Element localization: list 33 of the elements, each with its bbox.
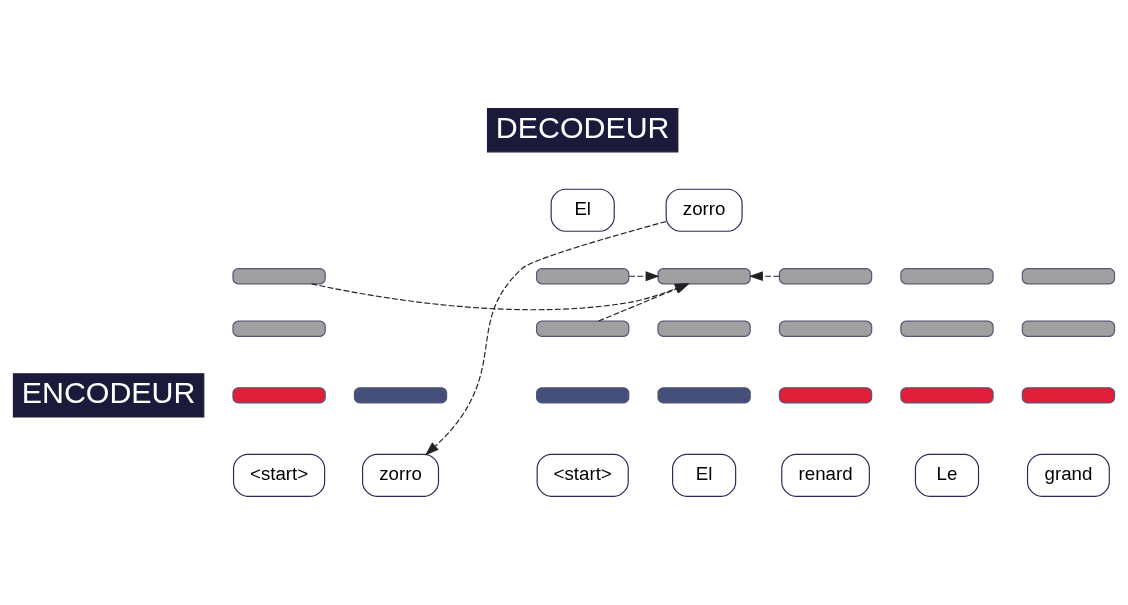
node-bar (778, 268, 873, 285)
node-bar (778, 387, 873, 404)
node-bar (657, 268, 751, 285)
node-bar (1021, 320, 1116, 337)
node-bar (900, 320, 994, 337)
node-bar (232, 320, 326, 337)
node-bar (232, 387, 326, 404)
node-bar (535, 320, 630, 337)
node-bar (232, 268, 326, 285)
node-bar (1021, 387, 1116, 404)
node-bar (900, 387, 994, 404)
node-box: zorro (665, 188, 743, 232)
node-box: <start> (536, 453, 629, 497)
node-bar (657, 387, 751, 404)
node-bar (353, 387, 448, 404)
node-box: <start> (232, 453, 326, 497)
node-box: El (550, 188, 615, 232)
node-bar (535, 268, 630, 285)
node-box: El (672, 453, 737, 497)
node-bar (1021, 268, 1116, 285)
node-box: Le (914, 453, 980, 497)
arrow (425, 221, 667, 456)
node-box: renard (781, 453, 870, 497)
node-bar (535, 387, 630, 404)
node-box: DECODEUR (486, 108, 679, 153)
arrow (628, 271, 660, 282)
node-bar (778, 320, 873, 337)
arrow (748, 271, 780, 282)
node-bar (900, 268, 994, 285)
node-bar (657, 320, 751, 337)
node-box: zorro (362, 453, 440, 497)
node-box: ENCODEUR (12, 373, 205, 418)
node-box: grand (1026, 453, 1110, 497)
